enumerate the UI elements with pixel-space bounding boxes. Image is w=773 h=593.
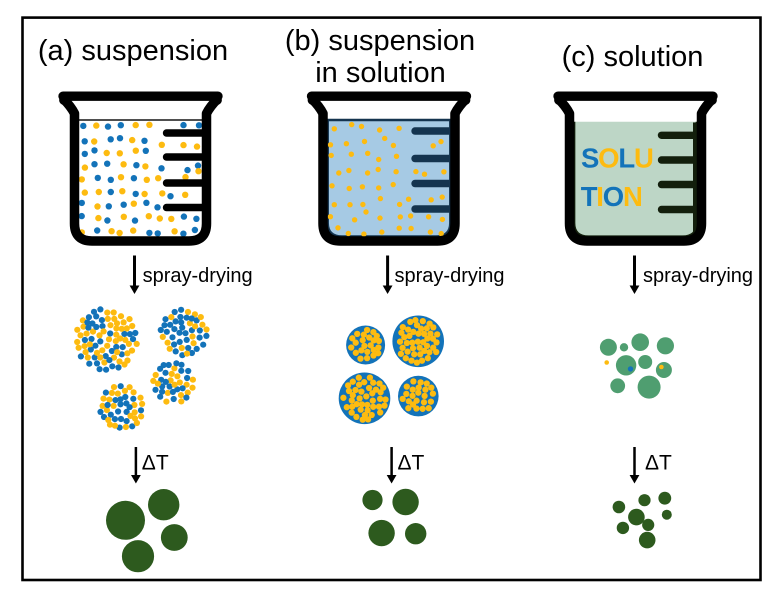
svg-text:(a) suspension: (a) suspension (38, 35, 228, 67)
svg-text:(b) suspension: (b) suspension (285, 25, 475, 57)
svg-text:spray-drying: spray-drying (643, 265, 753, 287)
svg-text:spray-drying: spray-drying (143, 265, 253, 287)
svg-text:TION: TION (581, 181, 642, 212)
svg-text:ΔT: ΔT (398, 452, 425, 475)
svg-text:in solution: in solution (315, 57, 446, 89)
svg-text:ΔT: ΔT (142, 452, 169, 475)
svg-text:(c) solution: (c) solution (562, 41, 704, 73)
svg-text:SOLU: SOLU (581, 143, 653, 174)
svg-text:ΔT: ΔT (645, 452, 672, 475)
svg-text:spray-drying: spray-drying (395, 265, 505, 287)
